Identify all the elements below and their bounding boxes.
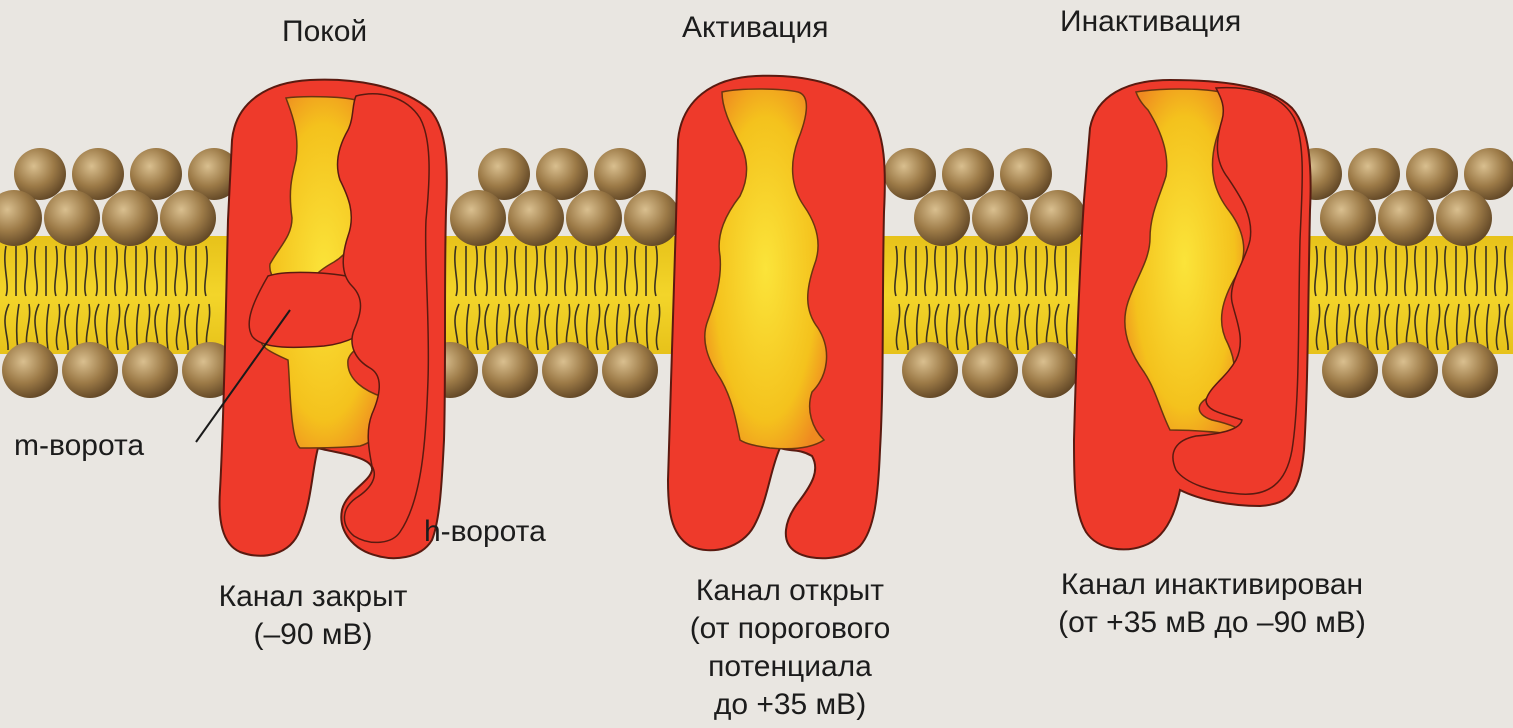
lipid-head bbox=[2, 342, 58, 398]
lipid-head bbox=[566, 190, 622, 246]
title-resting: Покой bbox=[282, 14, 367, 50]
lipid-head bbox=[62, 342, 118, 398]
lipid-head bbox=[482, 342, 538, 398]
caption-inactivated-line-1: Канал инактивирован bbox=[1058, 566, 1366, 604]
caption-open-line-4: до +35 мВ) bbox=[690, 686, 891, 724]
lipid-head bbox=[450, 190, 506, 246]
lipid-head bbox=[1442, 342, 1498, 398]
lipid-head bbox=[1378, 190, 1434, 246]
lipid-head bbox=[1022, 342, 1078, 398]
caption-open: Канал открыт (от порогового потенциала д… bbox=[690, 572, 891, 724]
title-inactivation: Инактивация bbox=[1060, 4, 1241, 40]
caption-inactivated-line-2: (от +35 мВ до –90 мВ) bbox=[1058, 604, 1366, 642]
lipid-head bbox=[542, 342, 598, 398]
channel-open bbox=[668, 76, 885, 559]
lipid-head bbox=[1322, 342, 1378, 398]
lipid-head bbox=[884, 148, 936, 200]
lipid-head bbox=[902, 342, 958, 398]
lipid-head bbox=[122, 342, 178, 398]
lipid-head bbox=[962, 342, 1018, 398]
caption-open-line-3: потенциала bbox=[690, 648, 891, 686]
caption-resting-line-2: (–90 мВ) bbox=[219, 616, 408, 654]
lipid-head bbox=[914, 190, 970, 246]
m-gate-label: m-ворота bbox=[14, 428, 144, 464]
lipid-head bbox=[508, 190, 564, 246]
lipid-head bbox=[160, 190, 216, 246]
h-gate-label: h-ворота bbox=[424, 514, 546, 550]
lipid-head bbox=[102, 190, 158, 246]
lipid-head bbox=[1382, 342, 1438, 398]
lipid-head bbox=[44, 190, 100, 246]
channel-inactivated bbox=[1074, 80, 1311, 549]
caption-inactivated: Канал инактивирован (от +35 мВ до –90 мВ… bbox=[1058, 566, 1366, 642]
title-activation: Активация bbox=[682, 10, 828, 46]
lipid-head bbox=[1436, 190, 1492, 246]
lipid-head bbox=[602, 342, 658, 398]
caption-open-line-2: (от порогового bbox=[690, 610, 891, 648]
caption-resting-line-1: Канал закрыт bbox=[219, 578, 408, 616]
lipid-head bbox=[624, 190, 680, 246]
caption-open-line-1: Канал открыт bbox=[690, 572, 891, 610]
caption-resting: Канал закрыт (–90 мВ) bbox=[219, 578, 408, 654]
lipid-head bbox=[1320, 190, 1376, 246]
lipid-head bbox=[1030, 190, 1086, 246]
channel-resting bbox=[220, 80, 447, 558]
lipid-head bbox=[972, 190, 1028, 246]
